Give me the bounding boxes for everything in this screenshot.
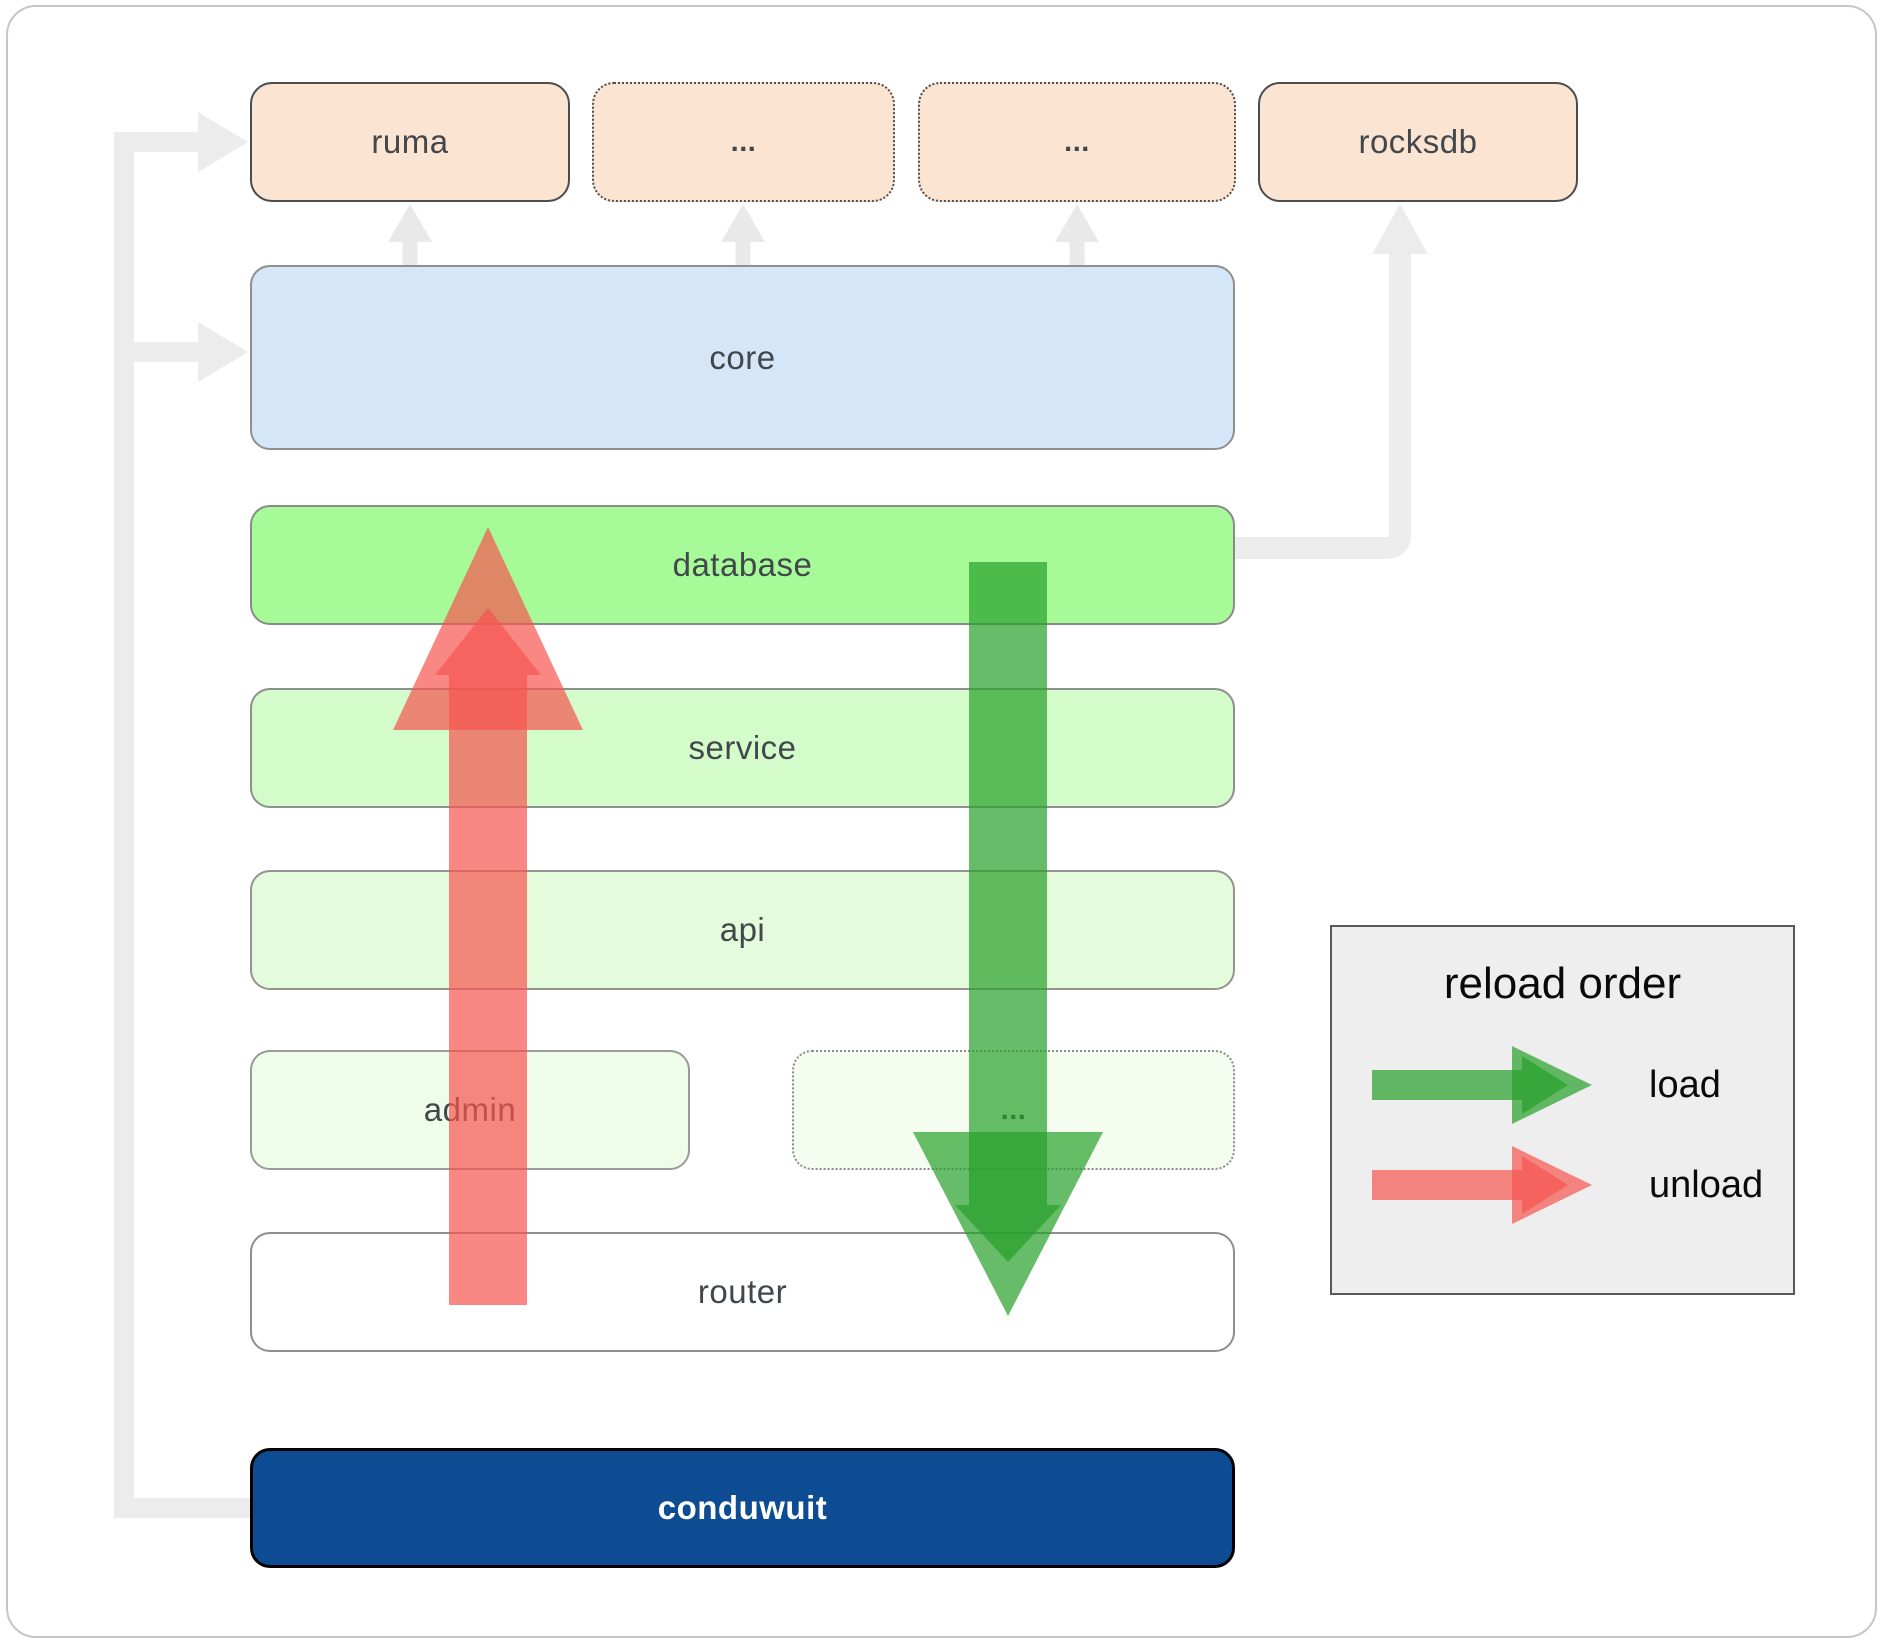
arrowhead-core-ruma: [388, 204, 432, 242]
node-conduwuit-label: conduwuit: [657, 1489, 828, 1526]
load-arrow-icon: [1372, 1046, 1592, 1124]
connector-database-to-rocksdb: [1235, 250, 1411, 559]
legend-load-label: load: [1649, 1063, 1721, 1106]
node-admin-label: admin: [423, 1091, 517, 1128]
node-ruma: ruma: [250, 82, 570, 202]
arrowhead-into-ruma: [198, 112, 248, 172]
node-rocksdb: rocksdb: [1258, 82, 1578, 202]
legend: reload order load unload: [1330, 925, 1795, 1295]
legend-item-load: load: [1372, 1045, 1721, 1125]
legend-title: reload order: [1443, 959, 1682, 1008]
outer-frame: [6, 5, 1877, 1638]
node-database-label: database: [672, 546, 813, 583]
node-core-label: core: [709, 338, 776, 376]
node-ellipsis-1: ...: [592, 82, 895, 202]
unload-arrow-icon: [1372, 1146, 1592, 1224]
node-database: database: [250, 505, 1235, 625]
arrowhead-into-rocksdb: [1372, 204, 1428, 254]
arrowhead-core-ellipsis2: [1055, 204, 1099, 242]
node-ruma-label: ruma: [371, 123, 449, 160]
node-rocksdb-label: rocksdb: [1358, 123, 1478, 160]
arrowhead-into-core: [198, 322, 248, 382]
node-ellipsis-2-label: ...: [1064, 125, 1090, 158]
node-api-label: api: [719, 911, 766, 948]
legend-item-unload: unload: [1372, 1145, 1763, 1225]
node-core: core: [250, 265, 1235, 450]
node-ellipsis-1-label: ...: [730, 125, 757, 158]
node-service: service: [250, 688, 1235, 808]
node-ellipsis-3: ...: [792, 1050, 1235, 1170]
node-router: router: [250, 1232, 1235, 1352]
legend-unload-label: unload: [1649, 1163, 1764, 1206]
node-service-label: service: [688, 729, 797, 766]
node-conduwuit: conduwuit: [250, 1448, 1235, 1568]
node-ellipsis-3-label: ...: [1000, 1093, 1027, 1126]
arrowhead-core-ellipsis1: [721, 204, 765, 242]
node-ellipsis-2: ...: [918, 82, 1236, 202]
node-api: api: [250, 870, 1235, 990]
node-admin: admin: [250, 1050, 690, 1170]
node-router-label: router: [697, 1273, 788, 1310]
connector-conduwuit-to-ruma: [114, 132, 250, 1518]
